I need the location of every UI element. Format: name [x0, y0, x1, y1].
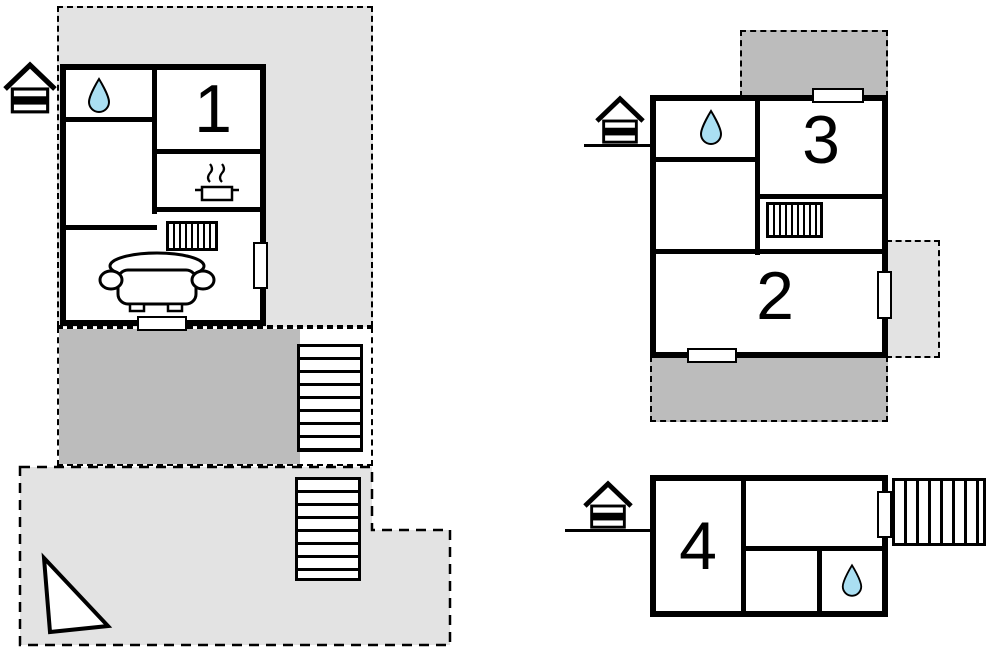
wall: [755, 194, 888, 199]
sofa-foot: [128, 302, 146, 313]
steam: [206, 163, 214, 183]
house-roof: [595, 95, 645, 123]
house-roof: [3, 61, 57, 91]
water-drop-icon: [841, 563, 863, 597]
radiator-icon: [166, 221, 218, 251]
terrace-bottom-right: [650, 356, 888, 422]
sofa-armrest: [190, 269, 216, 291]
house-entrance-icon: [3, 61, 57, 114]
pot-steam-icon: [195, 163, 239, 202]
house-entrance-icon: [595, 95, 645, 144]
stairs-icon: [295, 477, 361, 581]
door-opening: [137, 316, 187, 331]
radiator-icon: [766, 202, 823, 238]
house-band: [591, 512, 625, 521]
north-arrow-shape: [41, 552, 113, 635]
water-drop-icon: [87, 77, 111, 113]
house-roof: [583, 480, 633, 508]
door-opening: [812, 88, 864, 103]
terrace-top-right: [740, 30, 888, 97]
room-number-4: 4: [679, 508, 717, 584]
sofa-icon: [98, 251, 216, 313]
water-drop-shape: [841, 563, 863, 597]
wall: [755, 95, 760, 255]
room-number-2: 2: [756, 258, 794, 334]
door-opening: [877, 491, 892, 538]
entrance-line: [584, 144, 650, 147]
room-number-1: 1: [194, 71, 232, 147]
north-arrow-icon: [41, 552, 113, 635]
water-drop-shape: [87, 77, 111, 113]
door-opening: [877, 271, 892, 319]
water-drop-icon: [699, 109, 723, 145]
wall: [60, 225, 157, 230]
wall: [60, 117, 157, 122]
door-opening: [253, 242, 268, 289]
wall: [741, 546, 888, 551]
stairs-icon: [892, 478, 986, 546]
wall: [152, 64, 157, 214]
stairs-icon: [297, 344, 363, 452]
entrance-line: [565, 529, 650, 532]
door-opening: [687, 348, 737, 363]
sofa-armrest: [98, 269, 124, 291]
house-entrance-icon: [583, 480, 633, 529]
wall: [650, 249, 888, 254]
room-number-3: 3: [802, 102, 840, 178]
sofa-foot: [166, 302, 184, 313]
steam: [218, 163, 226, 183]
wall: [152, 149, 266, 154]
wall: [152, 207, 266, 212]
wall: [817, 546, 822, 617]
pot-body: [200, 185, 234, 202]
balcony-right: [886, 240, 940, 358]
wall: [650, 157, 760, 162]
house-band: [12, 96, 48, 105]
sofa-seat: [116, 268, 198, 306]
terrace-mid-left-fill: [59, 329, 300, 464]
water-drop-shape: [699, 109, 723, 145]
house-band: [603, 127, 637, 136]
